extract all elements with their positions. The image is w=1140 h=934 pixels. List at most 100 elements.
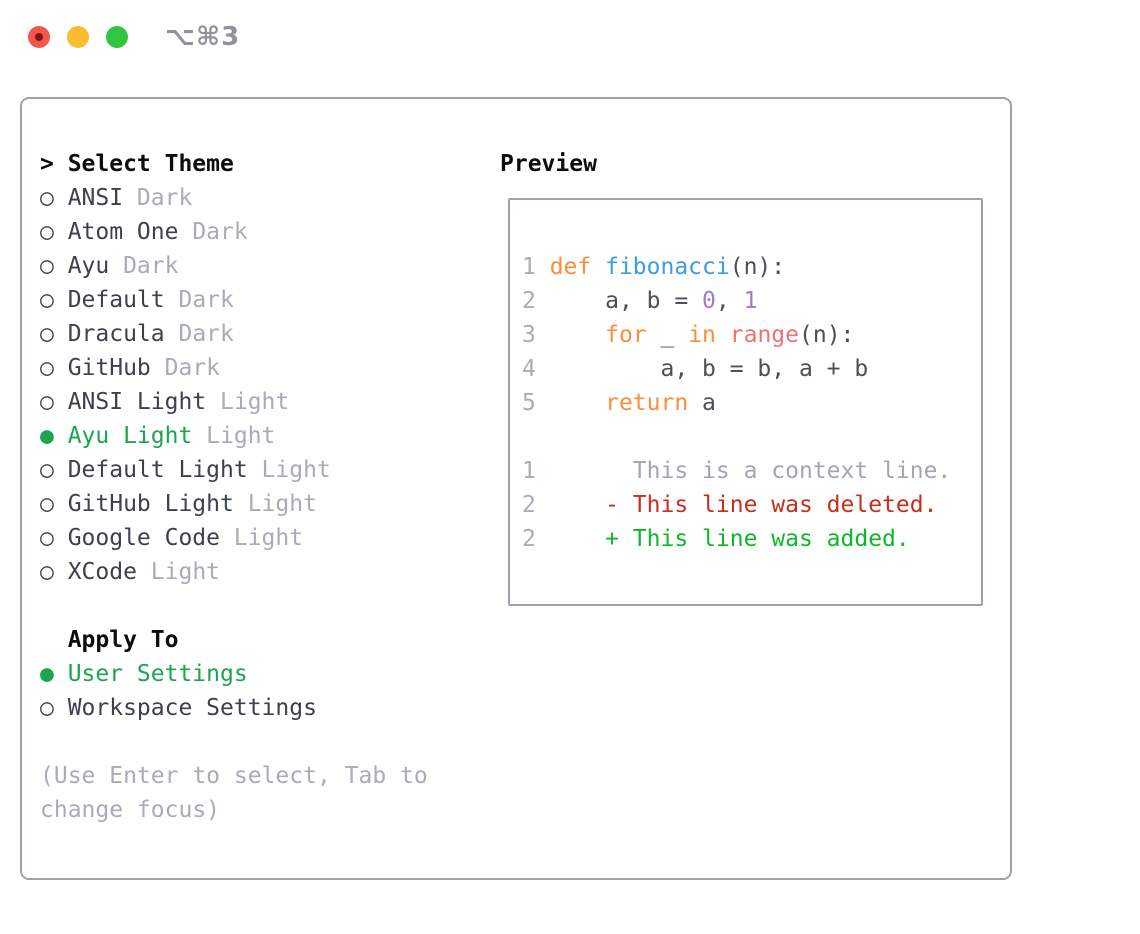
theme-name: GitHub Light <box>67 491 234 517</box>
theme-variant: Dark <box>192 219 248 245</box>
theme-name: ANSI <box>67 185 124 211</box>
theme-variant: Light <box>220 389 290 415</box>
theme-variant: Light <box>261 457 331 483</box>
theme-name: Ayu Light <box>67 423 193 449</box>
code-line: 4 a, b = b, a + b <box>522 352 981 386</box>
apply-to-option-label: User Settings <box>67 661 248 687</box>
code-token: a, b = <box>549 288 703 314</box>
theme-item[interactable]: ○ GitHub Dark <box>40 351 428 385</box>
code-token: 0 <box>702 288 716 314</box>
radio-selected-icon: ● <box>40 423 54 449</box>
theme-variant: Light <box>233 525 304 551</box>
radio-unselected-icon: ○ <box>40 253 54 279</box>
theme-name: GitHub <box>67 355 151 381</box>
code-token <box>550 322 605 348</box>
select-theme-title: Select Theme <box>67 151 234 177</box>
theme-variant: Light <box>150 559 221 585</box>
theme-item[interactable]: ○ XCode Light <box>40 555 428 589</box>
code-token: 5 <box>522 390 550 416</box>
radio-unselected-icon: ○ <box>40 355 54 381</box>
code-line: 3 for _ in range(n): <box>522 318 981 352</box>
radio-unselected-icon: ○ <box>40 321 54 347</box>
apply-to-option-label: Workspace Settings <box>67 695 317 721</box>
hint-text-line-1: (Use Enter to select, Tab to <box>40 763 428 789</box>
radio-unselected-icon: ○ <box>40 389 54 415</box>
apply-to-list: ● User Settings ○ Workspace Settings <box>40 657 428 725</box>
code-token: 2 <box>522 288 550 314</box>
radio-selected-icon: ● <box>40 661 54 687</box>
radio-unselected-icon: ○ <box>40 695 54 721</box>
apply-to-title: Apply To <box>67 627 179 653</box>
radio-unselected-icon: ○ <box>40 525 54 551</box>
theme-name: ANSI Light <box>67 389 207 415</box>
code-token: in <box>688 322 716 348</box>
close-button[interactable] <box>28 26 50 48</box>
theme-name: Dracula <box>67 321 165 347</box>
code-token: for <box>605 322 647 348</box>
theme-variant: Dark <box>178 287 234 313</box>
code-token: (n): <box>799 322 855 348</box>
radio-unselected-icon: ○ <box>40 491 54 517</box>
code-token: 3 <box>522 322 550 348</box>
theme-variant: Dark <box>164 355 221 381</box>
code-token: + This line was added. <box>535 526 910 552</box>
preview-title: Preview <box>500 151 597 177</box>
theme-variant: Light <box>206 423 276 449</box>
theme-name: Google Code <box>67 525 221 551</box>
theme-item[interactable]: ○ Google Code Light <box>40 521 428 555</box>
code-token: fibonacci <box>605 254 730 280</box>
apply-to-option[interactable]: ○ Workspace Settings <box>40 691 428 725</box>
code-token: def <box>549 254 606 280</box>
spacer <box>40 725 428 759</box>
zoom-button[interactable] <box>106 26 128 48</box>
code-line <box>522 420 981 454</box>
radio-unselected-icon: ○ <box>40 559 54 585</box>
code-line: 1 def fibonacci(n): <box>522 250 981 284</box>
apply-to-option[interactable]: ● User Settings <box>40 657 428 691</box>
code-token: This is a context line. <box>535 458 952 484</box>
code-line: 2 - This line was deleted. <box>522 488 981 522</box>
window-shortcut-label: ⌥⌘3 <box>165 22 241 52</box>
code-line: 2 a, b = 0, 1 <box>522 284 981 318</box>
code-token <box>550 390 605 416</box>
hint-text-line-2: change focus) <box>40 797 221 823</box>
theme-name: Ayu <box>67 253 110 279</box>
code-line: 2 + This line was added. <box>522 522 981 556</box>
apply-to-header: Apply To <box>40 623 428 657</box>
theme-name: Default <box>67 287 165 313</box>
code-token: - This line was deleted. <box>535 492 938 518</box>
minimize-button[interactable] <box>67 26 89 48</box>
theme-item[interactable]: ● Ayu Light Light <box>40 419 428 453</box>
code-token: a, b = b, a + b <box>549 356 869 382</box>
code-token: return <box>605 390 689 416</box>
theme-variant: Dark <box>178 321 234 347</box>
code-token: _ <box>646 322 689 348</box>
code-line: 5 return a <box>522 386 981 420</box>
code-line: 1 This is a context line. <box>522 454 981 488</box>
theme-variant: Dark <box>123 253 179 279</box>
titlebar: ⌥⌘3 <box>0 0 1140 74</box>
theme-name: Atom One <box>67 219 179 245</box>
theme-item[interactable]: ○ Ayu Dark <box>40 249 428 283</box>
code-token: a <box>688 390 716 416</box>
theme-variant: Dark <box>136 185 193 211</box>
theme-item[interactable]: ○ ANSI Light Light <box>40 385 428 419</box>
code-token: (n): <box>729 254 786 280</box>
code-token: 1 <box>522 458 536 484</box>
theme-name: XCode <box>67 559 137 585</box>
theme-item[interactable]: ○ Dracula Dark <box>40 317 428 351</box>
theme-name: Default Light <box>67 457 248 483</box>
code-token: 1 <box>522 254 550 280</box>
code-token: range <box>729 322 799 348</box>
